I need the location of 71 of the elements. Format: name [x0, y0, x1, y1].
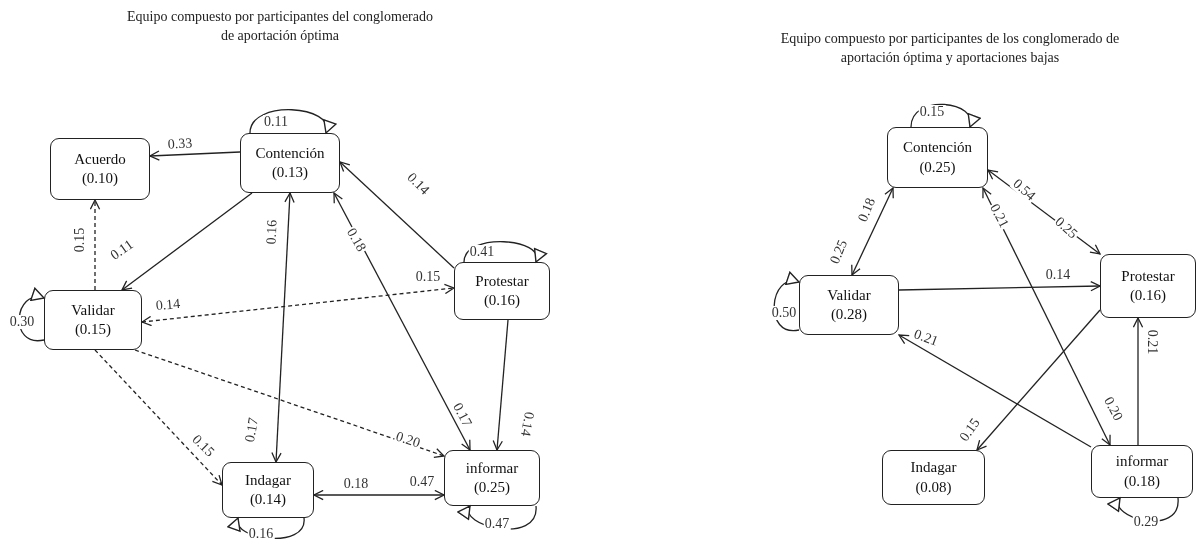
arrow [149, 150, 241, 161]
state-name: Validar [71, 300, 115, 320]
edge-label: 0.29 [1132, 515, 1160, 529]
state-value: (0.18) [1123, 471, 1161, 491]
diagram-heading: Equipo compuesto por participantes del conglomerado de aportación óptima [126, 8, 434, 45]
state-name: Validar [827, 285, 871, 305]
state-value: (0.13) [271, 163, 309, 182]
state-value: (0.16) [483, 291, 521, 310]
state-box [882, 450, 985, 505]
state-value: (0.14) [249, 490, 287, 509]
edge-label: 0.30 [8, 315, 36, 329]
arrow [121, 192, 253, 291]
edge-label: 0.11 [263, 115, 289, 129]
state-box [1091, 445, 1193, 498]
arrow [898, 334, 1092, 448]
state-name: Indagar [910, 458, 957, 477]
arrow [339, 161, 455, 269]
loop-arrow [249, 109, 335, 134]
arrow [89, 199, 101, 291]
state-box [887, 127, 988, 188]
state-name: Protestar [1121, 266, 1175, 286]
edge-label: 0.18 [342, 477, 370, 491]
state-name: Contención [902, 138, 973, 157]
state-name: Contención [255, 143, 325, 163]
state-value: (0.08) [915, 477, 952, 497]
state-value: (0.15) [74, 320, 112, 339]
state-box [1100, 254, 1196, 318]
arrow [1132, 317, 1144, 446]
edge-label: 0.16 [264, 218, 280, 246]
state-box [44, 290, 142, 350]
state-name: Protestar [475, 271, 529, 291]
edge-label: 0.14 [1044, 268, 1072, 282]
state-box [222, 462, 314, 518]
edge-label: 0.41 [468, 245, 496, 259]
arrow [333, 192, 471, 451]
state-name: informar [465, 458, 519, 478]
arrow [134, 349, 445, 458]
weight-label: 0.15 [414, 270, 442, 284]
arrow [141, 283, 455, 327]
state-value: (0.25) [473, 478, 511, 497]
edge-label: 0.50 [770, 306, 798, 320]
weight-label: 0.47 [408, 475, 436, 489]
state-box [444, 450, 540, 506]
edge-label: 0.47 [483, 517, 511, 531]
arrow [271, 192, 295, 463]
state-box [50, 138, 150, 200]
diagram-heading: Equipo compuesto por participantes de los conglomerado de aportación óptima y aportaciones bajas [779, 30, 1121, 67]
arrow [982, 187, 1111, 446]
state-box [799, 275, 899, 335]
edge-label: 0.16 [247, 527, 275, 541]
state-value: (0.10) [81, 169, 119, 188]
arrow [898, 280, 1101, 292]
edge-label: 0.21 [1145, 328, 1159, 356]
state-value: (0.25) [919, 157, 956, 177]
edge-label: 0.20 [393, 429, 423, 451]
arrow [94, 349, 223, 486]
state-name: Indagar [245, 470, 291, 490]
arrow [851, 187, 894, 276]
state-name: informar [1115, 452, 1169, 471]
state-value: (0.28) [830, 305, 868, 324]
arrow [976, 309, 1101, 451]
state-value: (0.16) [1129, 286, 1167, 305]
edge-label: 0.33 [166, 136, 194, 152]
state-box [240, 133, 340, 193]
loop-arrow [463, 241, 545, 263]
edge-label: 0.15 [73, 226, 87, 254]
arrow [492, 319, 509, 451]
state-name: Acuerdo [74, 149, 126, 169]
state-box [454, 262, 550, 320]
edge-label: 0.15 [918, 105, 946, 119]
arrow [313, 489, 445, 501]
